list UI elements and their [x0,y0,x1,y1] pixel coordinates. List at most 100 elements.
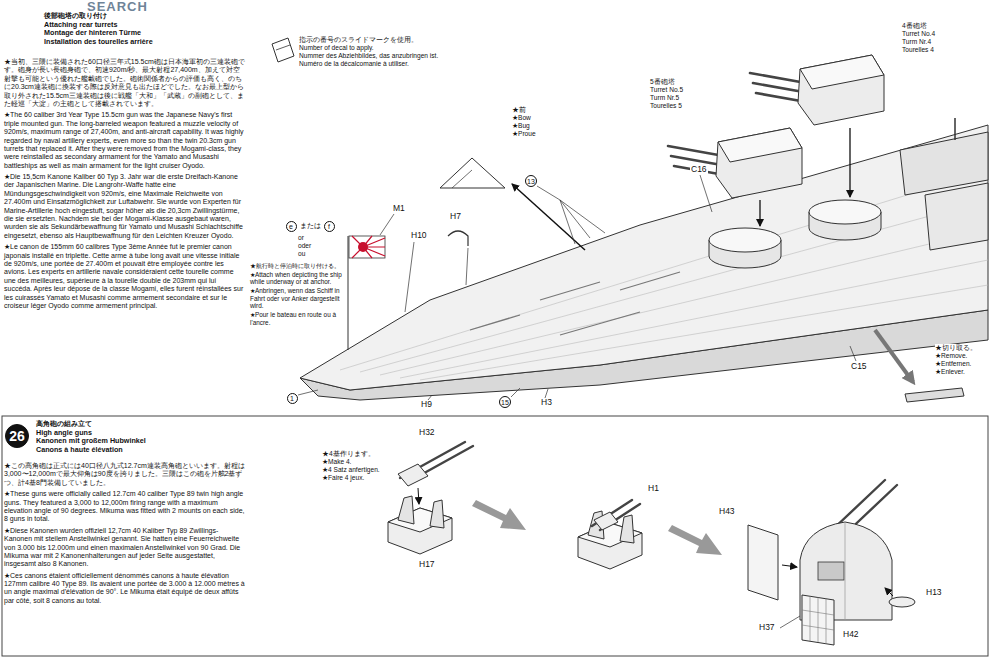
decal-note-group: 指示の番号のスライドマークを使用。Number of decal to appl… [299,36,438,68]
barbette [709,228,781,252]
turret [718,128,802,162]
bow-part [452,170,472,188]
remove-note: ★切り取る。 [935,344,977,352]
quantity-note: ★4 Satz anfertigen. [322,466,380,474]
turret-label: 5番砲塔 [650,78,683,86]
placement-arrow [782,565,797,567]
gun-breech [398,464,428,486]
trunnion-plate [430,500,444,528]
part-number: H10 [410,231,428,241]
description-text: ★Le canon de 155mm 60 calibres Type 3ème… [4,243,246,310]
quantity-note-group: ★4基作ります。★Make 4.★4 Satz anfertigen.★Fair… [322,450,380,482]
part-number: H37 [758,623,776,633]
assembly-note: ★Anbringen, wenn das Schiff in Fahrt ode… [250,287,342,310]
description-text: ★この高角砲は正式には40口径八九式12.7cm連装高角砲といいます。射程は3,… [4,462,246,487]
part-number: H42 [842,630,860,640]
description-text: ★Ces canons étaient officiellement dénom… [4,572,246,606]
mount-disk [889,597,915,607]
placement-arrow [418,488,419,504]
shield-seam [845,522,846,620]
callout-circle: 15 [499,396,511,408]
part-number: H43 [718,507,736,517]
direction-note-group: ★前★Bow★Bug★Proue [512,106,536,138]
part-number: H17 [418,560,436,570]
assembly-note: ★航行時と停泊時に取り付ける。 [250,262,342,270]
leader-line [537,186,605,244]
step-heading: Canons à haute élévation [36,446,146,455]
description-text: ★Die 15,5cm Kanone Kaliber 60 Typ 3. Jah… [4,173,246,240]
part-number: M1 [392,204,406,214]
part-number: C16 [690,165,708,175]
assembly-note: ★Pour le bateau en route ou à l'ancre. [250,311,342,326]
quantity-note: ★4基作ります。 [322,450,380,458]
or-text: or [298,234,311,242]
decal-note: 指示の番号のスライドマークを使用。 [299,36,438,44]
leader-line [850,346,856,361]
turret [716,128,802,198]
step-arrow [472,500,526,530]
turret [798,55,884,125]
assembly-note-group: ★航行時と停泊時に取り付ける。★Attach when depicting th… [250,262,342,327]
bow-part [440,158,505,188]
step-heading-group: 後部砲塔の取り付けAttaching rear turretsMontage d… [44,12,153,47]
step-arrow [668,525,722,555]
decal-icon [272,38,294,62]
leader-line [405,242,414,312]
step-heading: High angle guns [36,429,146,438]
flag-rays [352,236,385,258]
grating-lines [802,596,834,644]
quantity-note: ★Faire 4 jeux. [322,474,380,482]
step-heading: Kanonen mit großem Hubwinkel [36,437,146,446]
callout-circle: f [324,221,335,232]
gun-breech [594,512,618,530]
direction-note: ★Bow [512,114,536,122]
description-text: ★These guns were officially called 12.7c… [4,490,246,524]
remove-note-group: ★切り取る。★Remove.★Entfernen.★Enlever. [935,344,977,376]
turret-label: Tourelles 5 [650,102,683,110]
superstructure [925,183,988,250]
or-text-group: oroderou [298,234,311,258]
leader-line [380,214,394,235]
description-text: ★The 60 caliber 3rd Year Type 15.5cm gun… [4,111,246,170]
watermark: SEARCH [86,0,149,15]
placement-arrow [885,588,893,596]
description-text-group: ★この高角砲は正式には40口径八九式12.7cm連装高角砲といいます。射程は3,… [4,462,246,605]
turret-label: Turm Nr.5 [650,94,683,102]
barbette [809,200,881,224]
callout-text: e [289,223,293,230]
leader-line [780,616,800,628]
direction-note: ★Proue [512,130,536,138]
remove-note: ★Remove. [935,352,977,360]
decal-note: Nummer des Abziehbildes, das anzubringen… [299,52,438,60]
part-number: H32 [418,428,436,438]
turret-label-group: 4番砲塔Turret No.4Turm Nr.4Tourelles 4 [902,22,935,54]
turret-label: Tourelles 4 [902,46,935,54]
decal-note: Numéro de la décalcomanie à utiliser. [299,60,438,68]
turret-label: Turm Nr.4 [902,38,935,46]
part-hook [448,231,468,246]
shield-opening [818,562,844,580]
turret-label-group: 5番砲塔Turret No.5Turm Nr.5Tourelles 5 [650,78,683,110]
part-number: H13 [925,588,943,598]
part-number: H7 [449,212,462,222]
deck-fittings [470,272,680,335]
leader-line [298,390,318,395]
trunnion-plate [620,515,634,543]
direction-note: ★Bug [512,122,536,130]
callout-text: 1 [290,395,294,402]
part-number: H3 [540,398,553,408]
placement-arrow [849,128,850,197]
turret-label: Turret No.4 [902,30,935,38]
part-number: H9 [420,400,433,410]
flag-sun [358,242,368,252]
grating-plate [802,595,834,645]
step-panel-border [2,416,988,656]
turret-label: 4番砲塔 [902,22,935,30]
step-heading: Installation des tourelles arrière [44,38,153,47]
leader-line [545,389,548,398]
or-text: ou [298,250,311,258]
description-text: ★Diese Kanonen wurden offiziell 12,7cm 4… [4,527,246,569]
removal-arrow [875,330,913,382]
direction-note: ★前 [512,106,536,114]
